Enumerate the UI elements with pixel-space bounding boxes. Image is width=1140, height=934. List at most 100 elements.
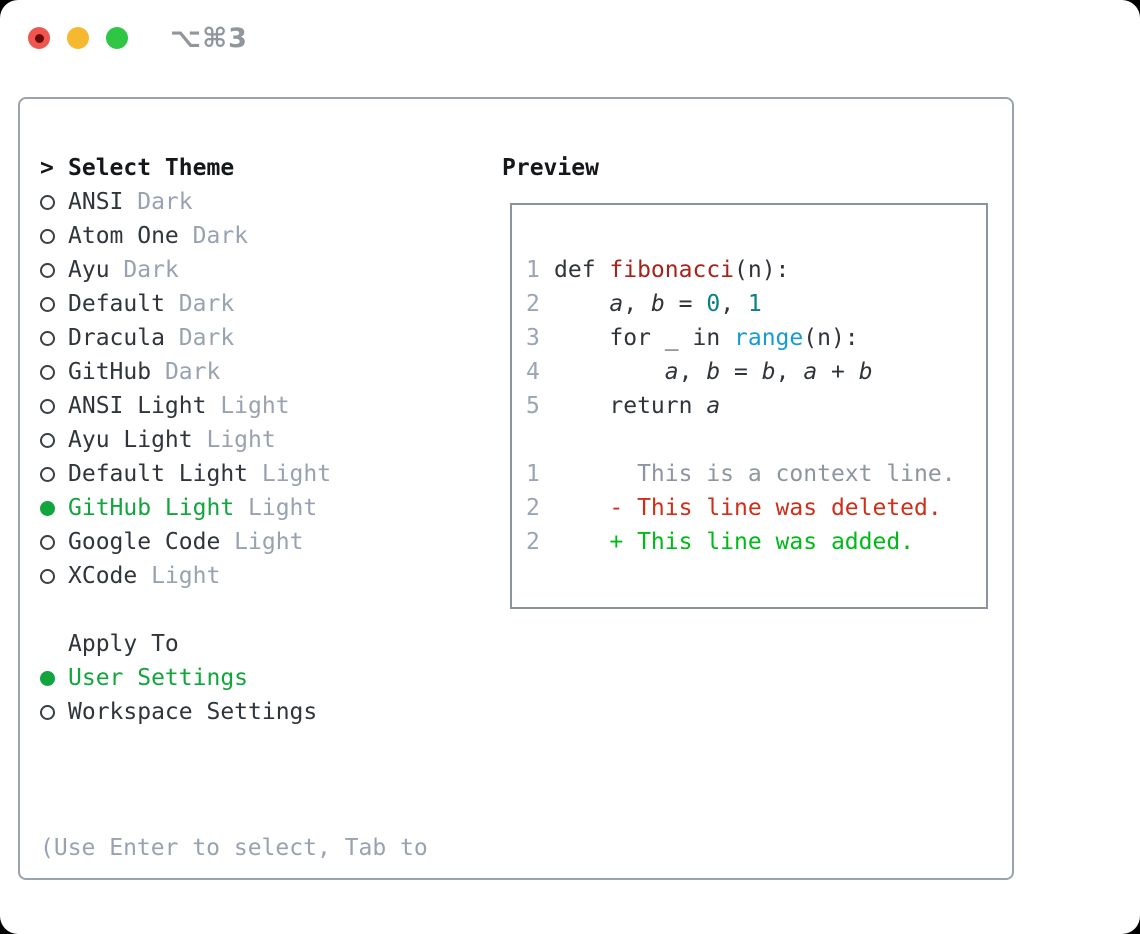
theme-option-default-light[interactable]: Default Light Light — [40, 457, 502, 491]
radio-unselected-icon — [40, 568, 68, 584]
select-theme-header: > Select Theme — [40, 151, 502, 185]
hint-text: (Use Enter to select, Tab to change focu… — [40, 763, 502, 934]
radio-unselected-icon — [40, 330, 68, 346]
code-line: 2 a, b = 0, 1 — [526, 287, 986, 321]
theme-option-github-light[interactable]: GitHub Light Light — [40, 491, 502, 525]
option-variant-label: Light — [137, 563, 221, 589]
radio-unselected-icon — [40, 228, 68, 244]
code-line — [526, 423, 986, 457]
option-variant-label: Light — [192, 427, 276, 453]
line-number — [526, 423, 554, 457]
code-text: return a — [554, 393, 721, 419]
apply-option-user-settings[interactable]: User Settings — [40, 661, 502, 695]
theme-option-github[interactable]: GitHub Dark — [40, 355, 502, 389]
code-text: + This line was added. — [554, 529, 915, 555]
close-button[interactable] — [28, 27, 50, 49]
option-variant-label: Light — [234, 495, 318, 521]
radio-unselected-icon — [40, 398, 68, 414]
spacer — [40, 593, 502, 627]
option-variant-label: Dark — [164, 325, 235, 351]
hint-line-1: (Use Enter to select, Tab to — [40, 835, 428, 861]
option-variant-label: Light — [206, 393, 290, 419]
option-label: Ayu — [68, 257, 110, 283]
unsaved-dot-icon — [34, 33, 44, 43]
window-shortcut-label: ⌥⌘3 — [170, 22, 248, 54]
radio-unselected-icon — [40, 194, 68, 210]
option-label: Default Light — [68, 461, 249, 487]
option-variant-label: Dark — [178, 223, 249, 249]
radio-selected-icon — [40, 670, 68, 686]
code-line: 2 + This line was added. — [526, 525, 986, 559]
line-number: 1 — [526, 461, 540, 487]
apply-to-header: Apply To — [40, 627, 502, 661]
apply-to-title: Apply To — [68, 631, 179, 657]
code-line: 3 for _ in range(n): — [526, 321, 986, 355]
line-number: 2 — [526, 291, 540, 317]
code-text: for _ in range(n): — [554, 325, 859, 351]
line-number: 3 — [526, 325, 540, 351]
option-label: ANSI Light — [68, 393, 207, 419]
theme-option-ayu[interactable]: Ayu Dark — [40, 253, 502, 287]
line-number: 2 — [526, 529, 540, 555]
code-line: 5 return a — [526, 389, 986, 423]
theme-option-ansi[interactable]: ANSI Dark — [40, 185, 502, 219]
option-label: GitHub Light — [68, 495, 235, 521]
radio-unselected-icon — [40, 704, 68, 720]
option-variant-label: Dark — [123, 189, 193, 215]
select-theme-title: Select Theme — [68, 155, 235, 181]
option-label: Workspace Settings — [68, 699, 318, 725]
theme-option-ayu-light[interactable]: Ayu Light Light — [40, 423, 502, 457]
theme-option-ansi-light[interactable]: ANSI Light Light — [40, 389, 502, 423]
radio-selected-icon — [40, 500, 68, 516]
option-label: Ayu Light — [68, 427, 193, 453]
code-text: - This line was deleted. — [554, 495, 942, 521]
minimize-button[interactable] — [67, 27, 89, 49]
option-variant-label: Dark — [164, 291, 235, 317]
radio-unselected-icon — [40, 262, 68, 278]
theme-option-dracula[interactable]: Dracula Dark — [40, 321, 502, 355]
titlebar: ⌥⌘3 — [0, 0, 1140, 76]
spacer — [40, 729, 502, 763]
option-variant-label: Light — [220, 529, 304, 555]
option-label: GitHub — [68, 359, 152, 385]
radio-unselected-icon — [40, 296, 68, 312]
code-line: 1 def fibonacci(n): — [526, 253, 986, 287]
apply-option-workspace-settings[interactable]: Workspace Settings — [40, 695, 502, 729]
code-text: a, b = 0, 1 — [609, 291, 762, 317]
option-label: ANSI — [68, 189, 124, 215]
theme-option-xcode[interactable]: XCode Light — [40, 559, 502, 593]
option-label: XCode — [68, 563, 138, 589]
code-text: This is a context line. — [554, 461, 956, 487]
line-number: 2 — [526, 495, 540, 521]
code-line: 1 This is a context line. — [526, 457, 986, 491]
zoom-button[interactable] — [106, 27, 128, 49]
option-label: Dracula — [68, 325, 165, 351]
radio-unselected-icon — [40, 432, 68, 448]
radio-unselected-icon — [40, 466, 68, 482]
code-text: def fibonacci(n): — [554, 257, 790, 283]
line-number: 4 — [526, 359, 540, 385]
radio-unselected-icon — [40, 534, 68, 550]
line-number: 1 — [526, 257, 540, 283]
theme-option-google-code[interactable]: Google Code Light — [40, 525, 502, 559]
option-label: Default — [68, 291, 165, 317]
code-line: 4 a, b = b, a + b — [526, 355, 986, 389]
option-label: Google Code — [68, 529, 221, 555]
radio-unselected-icon — [40, 364, 68, 380]
code-line: 2 - This line was deleted. — [526, 491, 986, 525]
line-number: 5 — [526, 393, 540, 419]
option-variant-label: Dark — [109, 257, 179, 283]
preview-title: Preview — [502, 155, 599, 181]
theme-option-atom-one[interactable]: Atom One Dark — [40, 219, 502, 253]
option-label: Atom One — [68, 223, 179, 249]
option-variant-label: Light — [248, 461, 332, 487]
option-variant-label: Dark — [151, 359, 221, 385]
theme-option-default[interactable]: Default Dark — [40, 287, 502, 321]
